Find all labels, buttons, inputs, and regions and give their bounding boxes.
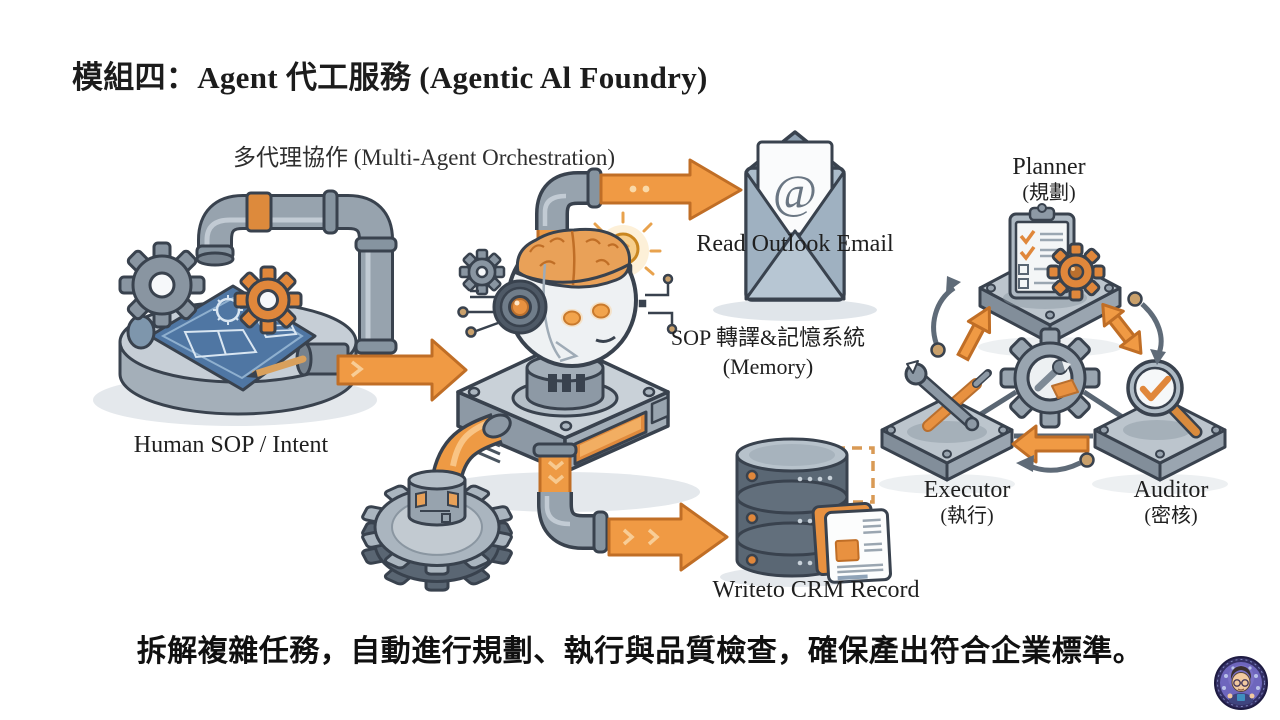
gear-orange-icon xyxy=(233,265,303,335)
gear-deco-icon xyxy=(458,248,506,296)
arrow-sop-to-core xyxy=(336,338,468,402)
gear-base-icon xyxy=(361,469,512,590)
crossed-tools-icon xyxy=(904,360,992,432)
triangle-arrows xyxy=(930,276,1166,473)
label-memory-line1: SOP 轉譯&記憶系統 xyxy=(670,325,866,350)
label-memory-line2: (Memory) xyxy=(722,354,814,379)
auditor-node xyxy=(1093,359,1227,482)
crm-database-icon xyxy=(720,437,892,587)
label-planner-en: Planner xyxy=(1012,154,1086,180)
label-write-crm: Writeto CRM Record xyxy=(712,577,920,603)
human-sop-illustration xyxy=(93,241,377,426)
slide-summary: 拆解複雜任務，自動進行規劃、執行與品質檢查，確保產出符合企業標準。 xyxy=(136,635,1144,668)
at-symbol: @ xyxy=(773,166,817,219)
label-auditor-en: Auditor xyxy=(1133,477,1209,503)
crm-record-card-icon xyxy=(811,501,892,584)
label-orchestration: 多代理協作 (Multi-Agent Orchestration) xyxy=(233,145,615,170)
gear-base-pipe xyxy=(361,412,514,591)
label-auditor-zh: (密核) xyxy=(1144,505,1198,527)
circuit-right-icon xyxy=(638,273,678,335)
label-executor-en: Executor xyxy=(923,477,1011,503)
robot-head-icon xyxy=(492,227,638,368)
gear-gray-icon xyxy=(118,241,206,329)
email-envelope-icon: @ xyxy=(713,130,877,321)
label-auditor: Auditor (密核) xyxy=(1134,477,1209,529)
pencil-icon xyxy=(246,355,307,378)
agent-triangle-diagram xyxy=(879,203,1228,494)
planner-gear-icon xyxy=(1046,242,1106,302)
label-human-sop: Human SOP / Intent xyxy=(133,432,329,458)
slide-title: 模組四：Agent 代工服務 (Agentic Al Foundry) xyxy=(72,60,708,95)
ai-core-illustration xyxy=(430,211,700,512)
camera-eye-icon xyxy=(492,279,548,335)
pipe-to-email xyxy=(535,158,743,260)
label-memory: SOP 轉譯&記憶系統 (Memory) xyxy=(671,323,865,381)
orchestrator-gear-icon xyxy=(999,327,1101,429)
planner-node xyxy=(978,203,1122,345)
paper-roll-icon xyxy=(126,314,156,350)
pipe-human-to-core xyxy=(195,189,398,355)
label-planner-zh: (規劃) xyxy=(1022,182,1076,204)
circuit-left-icon xyxy=(457,289,499,338)
label-planner: Planner (規劃) xyxy=(1012,154,1085,206)
executor-node xyxy=(880,360,1014,482)
magnifier-check-icon xyxy=(1126,359,1203,439)
label-executor-zh: (執行) xyxy=(940,505,994,527)
label-read-email: Read Outlook Email xyxy=(696,231,894,257)
pipe-to-crm xyxy=(532,442,729,572)
label-executor: Executor (執行) xyxy=(924,477,1011,529)
presenter-avatar xyxy=(1214,656,1268,710)
